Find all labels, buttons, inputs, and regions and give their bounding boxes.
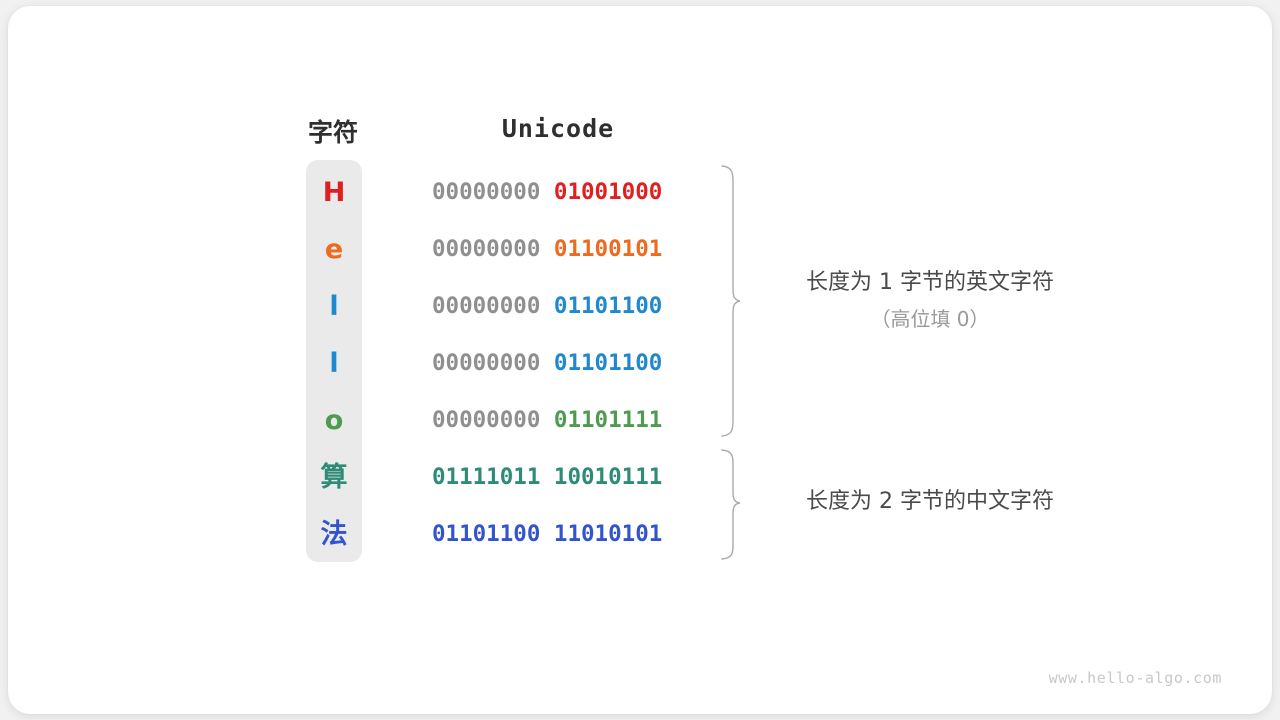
annotation-chinese-line1: 长度为 2 字节的中文字符: [806, 489, 1054, 514]
annotation-chinese: 长度为 2 字节的中文字符: [772, 484, 1088, 520]
column-header-unicode: Unicode: [501, 114, 615, 143]
row-unicode-bits: 00000000 01101111: [432, 392, 684, 449]
row-character: H: [322, 177, 346, 208]
low-byte: 10010111: [553, 464, 663, 490]
row-unicode-bits: 01101100 11010101: [432, 506, 684, 563]
low-byte: 01001000: [553, 179, 663, 205]
row-character: o: [324, 405, 344, 436]
row-character: 法: [320, 519, 348, 550]
row-character: e: [324, 234, 344, 265]
watermark: www.hello-algo.com: [1048, 669, 1222, 687]
row-unicode-bits: 00000000 01001000: [432, 164, 684, 221]
high-byte: 00000000: [432, 350, 541, 376]
high-byte: 01101100: [432, 521, 541, 547]
low-byte: 01101111: [553, 407, 663, 433]
row-unicode-bits: 00000000 01101100: [432, 278, 684, 335]
low-byte: 01101100: [553, 293, 663, 319]
row-unicode-bits: 00000000 01101100: [432, 335, 684, 392]
row-character: l: [329, 291, 339, 322]
high-byte: 00000000: [432, 407, 541, 433]
row-unicode-bits: 00000000 01100101: [432, 221, 684, 278]
high-byte: 00000000: [432, 179, 541, 205]
high-byte: 00000000: [432, 293, 541, 319]
diagram-card: [8, 6, 1272, 714]
column-header-character: 字符: [307, 118, 358, 147]
annotation-english: 长度为 1 字节的英文字符 （高位填 0）: [772, 265, 1088, 337]
high-byte: 00000000: [432, 236, 541, 262]
row-character: l: [329, 348, 339, 379]
low-byte: 01100101: [553, 236, 663, 262]
row-character: 算: [320, 462, 348, 493]
high-byte: 01111011: [432, 464, 541, 490]
low-byte: 11010101: [553, 521, 663, 547]
annotation-english-line1: 长度为 1 字节的英文字符: [806, 270, 1054, 295]
row-unicode-bits: 01111011 10010111: [432, 449, 684, 506]
character-column-strip: [306, 160, 362, 562]
annotation-english-line2: （高位填 0）: [870, 307, 990, 331]
low-byte: 01101100: [553, 350, 663, 376]
